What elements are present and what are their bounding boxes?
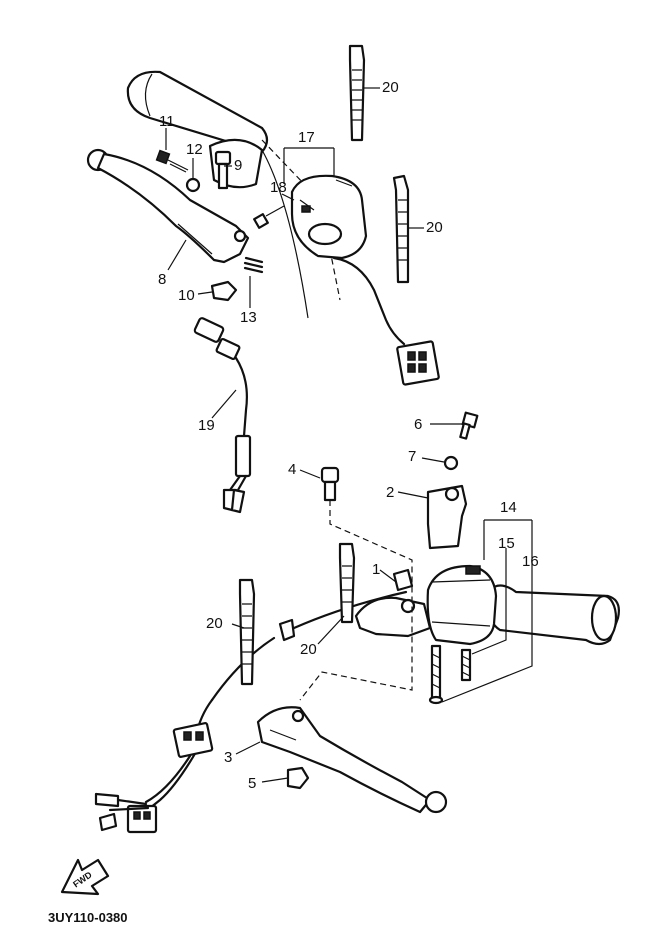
- callout-11: 11: [159, 113, 175, 130]
- callout-20-right: 20: [426, 219, 443, 236]
- callout-17: 17: [298, 129, 315, 146]
- callout-9: 9: [234, 157, 242, 174]
- callout-16: 16: [522, 553, 539, 570]
- clutch-switch: [193, 317, 252, 514]
- nut-10: [210, 280, 238, 302]
- callout-2: 2: [386, 484, 394, 501]
- callout-6: 6: [414, 416, 422, 433]
- cable-tie-20-lower-mid: [338, 542, 356, 624]
- callout-4: 4: [288, 461, 296, 478]
- cable-tie-20-top: [348, 44, 366, 142]
- callout-20-lower-mid: 20: [300, 641, 317, 658]
- callout-8: 8: [158, 271, 166, 288]
- screw-18: [253, 205, 285, 229]
- callout-14: 14: [500, 499, 517, 516]
- fwd-arrow-icon: FWD: [60, 858, 110, 896]
- spring-13: [243, 256, 264, 274]
- nut-5: [286, 766, 310, 790]
- callout-20-top: 20: [382, 79, 399, 96]
- lower-connector-b: [126, 804, 158, 834]
- cable-tie-20-lower-left: [238, 578, 256, 686]
- lower-connection-lines: [299, 500, 413, 701]
- pivot-bolt-9: [214, 150, 232, 190]
- handlebar-tube-line: [261, 149, 309, 319]
- callout-19: 19: [198, 417, 215, 434]
- callout-1: 1: [372, 561, 380, 578]
- bracket-2: [426, 484, 468, 550]
- screw-16: [428, 644, 444, 705]
- nut-7: [443, 455, 459, 471]
- cable-tie-20-right: [392, 174, 410, 284]
- screw-15: [460, 648, 472, 682]
- callout-13: 13: [240, 309, 257, 326]
- callout-18: 18: [270, 179, 287, 196]
- bolt-4: [320, 466, 340, 502]
- screw-6: [459, 411, 479, 440]
- callout-5: 5: [248, 775, 256, 792]
- right-switch-housing: [426, 564, 498, 646]
- callout-20-lower-left: 20: [206, 615, 223, 632]
- callout-3: 3: [224, 749, 232, 766]
- left-switch-connector: [396, 340, 440, 386]
- bracket-14-lines: [441, 519, 533, 703]
- clutch-lever: [86, 148, 250, 264]
- left-grip: [126, 70, 269, 154]
- spade-terminals: [94, 792, 150, 832]
- callout-15: 15: [498, 535, 515, 552]
- bolt-11: [155, 149, 189, 173]
- callout-leaders: [165, 87, 462, 783]
- callout-7: 7: [408, 448, 416, 465]
- wire-sleeve: [278, 618, 296, 642]
- right-grip: [487, 584, 620, 646]
- nut-12: [185, 177, 201, 193]
- lower-connector-a: [172, 722, 214, 758]
- left-switch-harness: [332, 256, 406, 346]
- callout-10: 10: [178, 287, 195, 304]
- brake-lever: [256, 706, 448, 814]
- left-switch-housing: [290, 174, 368, 260]
- diagram-code: 3UY110-0380: [48, 910, 128, 925]
- callout-12: 12: [186, 141, 203, 158]
